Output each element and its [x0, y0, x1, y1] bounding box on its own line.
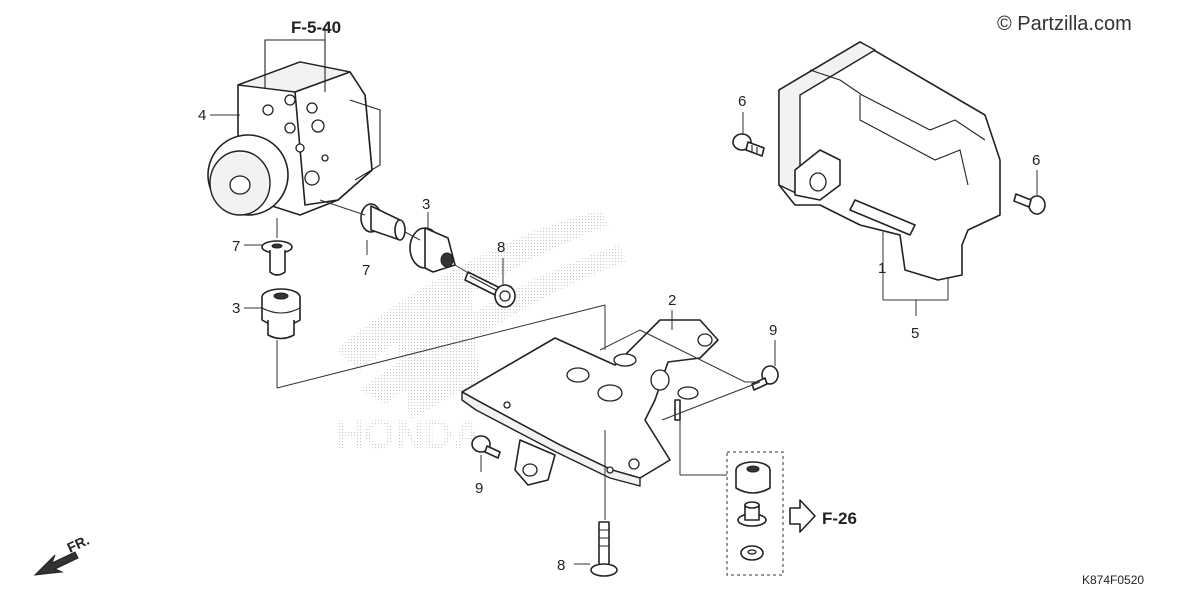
collar-left[interactable]	[261, 240, 293, 276]
abs-cover[interactable]	[778, 41, 1001, 281]
ref-f-26[interactable]: F-26	[822, 509, 857, 528]
callout-3-middle: 3	[422, 196, 430, 213]
front-direction-marker: FR.	[33, 532, 92, 576]
rubber-mount-left[interactable]	[261, 288, 301, 340]
bolt-middle[interactable]	[464, 271, 516, 308]
callout-2: 2	[668, 292, 676, 309]
callout-9-left: 9	[475, 480, 483, 497]
callout-9-right: 9	[769, 322, 777, 339]
watermark: © Partzilla.com	[997, 13, 1132, 35]
bolt-six-left[interactable]	[732, 133, 765, 157]
damper-washer[interactable]	[740, 545, 764, 561]
callout-7-left: 7	[232, 238, 240, 255]
faded-logo-text: HONDA	[335, 413, 482, 457]
bolt-nine-right[interactable]	[751, 365, 779, 391]
callout-8-bottom: 8	[557, 557, 565, 574]
callout-4: 4	[198, 107, 206, 124]
callout-7-middle: 7	[362, 262, 370, 279]
bracket[interactable]	[461, 319, 719, 487]
ref-f-5-40[interactable]: F-5-40	[291, 18, 341, 37]
damper-collar[interactable]	[737, 501, 767, 527]
rubber-mount-middle[interactable]	[409, 227, 456, 273]
callout-5: 5	[911, 325, 919, 342]
ref-arrow-icon	[789, 499, 816, 533]
callout-8-middle: 8	[497, 239, 505, 256]
leader-lines	[210, 25, 1038, 565]
damper-group-box	[726, 451, 784, 576]
collar-middle[interactable]	[360, 203, 406, 241]
front-label: FR.	[65, 532, 92, 556]
bolt-bottom[interactable]	[590, 521, 618, 577]
front-arrow-icon	[33, 551, 79, 576]
bolt-nine-left[interactable]	[471, 435, 501, 459]
figure-code: K874F0520	[1082, 573, 1144, 587]
callout-6-right: 6	[1032, 152, 1040, 169]
abs-modulator[interactable]	[207, 39, 381, 216]
callout-3-left: 3	[232, 300, 240, 317]
callout-1: 1	[878, 260, 886, 277]
damper-rubber[interactable]	[735, 461, 771, 494]
bolt-six-right[interactable]	[1013, 193, 1046, 215]
faded-logo: HONDA	[335, 210, 625, 457]
callout-6-left: 6	[738, 93, 746, 110]
